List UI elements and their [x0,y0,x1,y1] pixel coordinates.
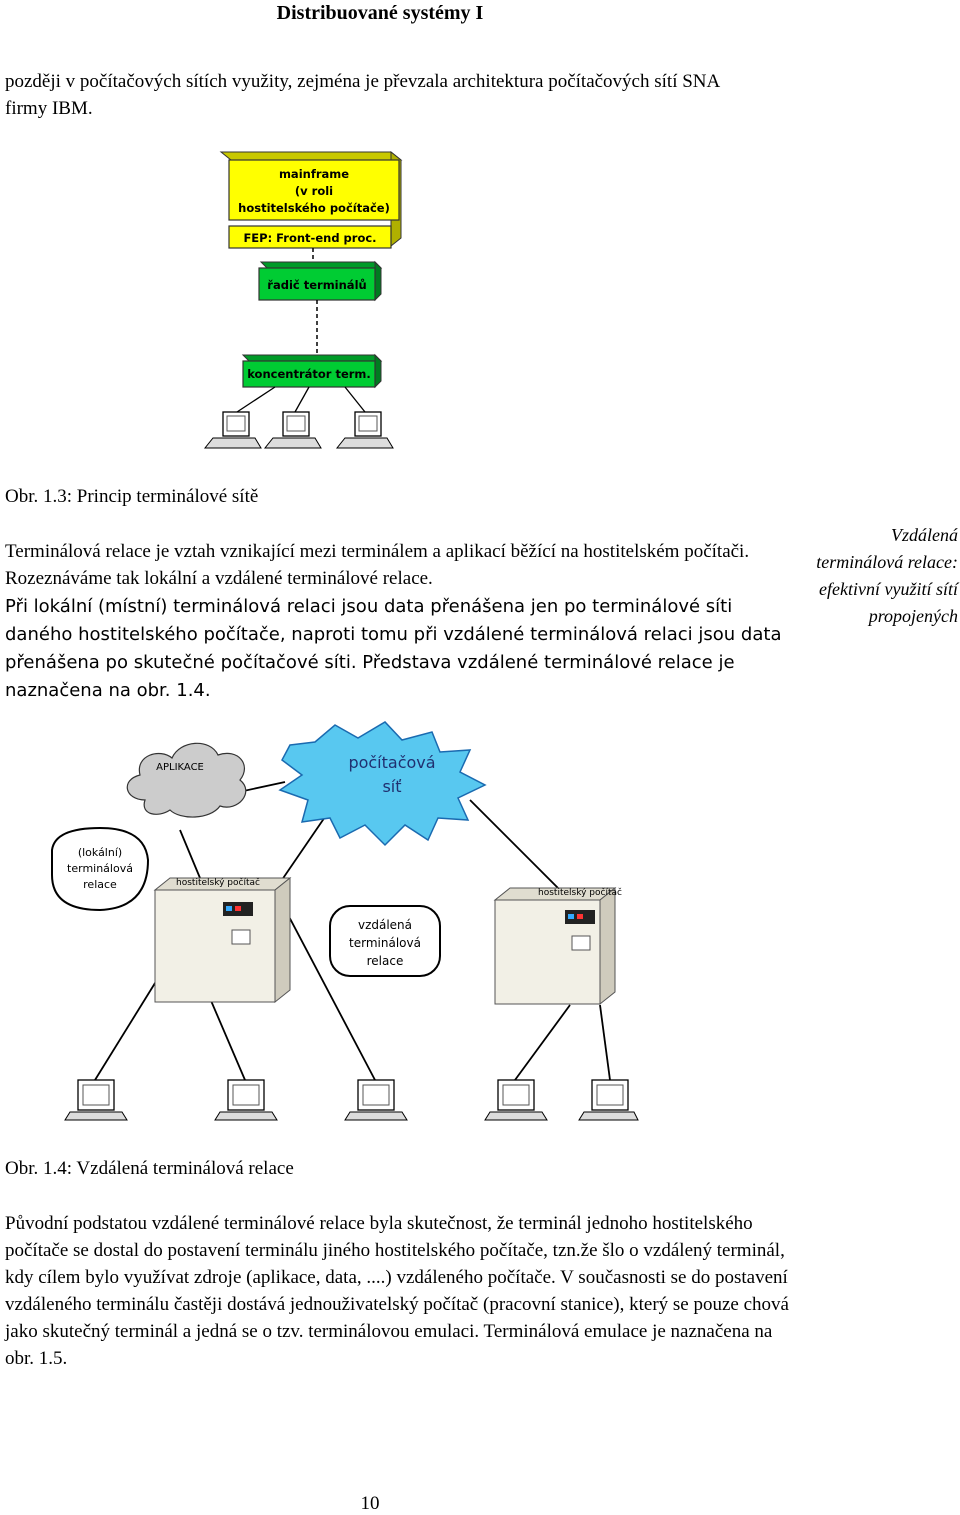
terminal-e [578,1079,639,1121]
terminal-b [214,1079,278,1121]
terminal-c [344,1079,408,1121]
mainframe-label-line-3: hostitelského počítače) [238,201,390,215]
terminal-network-diagram: mainframe (v roli hostitelského počítače… [203,150,403,449]
computer-network-burst: počítačová síť [278,721,487,847]
network-label-line-1: počítačová [348,753,435,772]
mainframe-label-line-1: mainframe [279,167,349,181]
remote-session-diagram: APLIKACE počítačová síť (lokální) termin… [51,721,639,1121]
terminal-a [64,1079,128,1121]
page-header: Distribuované systémy I [276,2,484,24]
remote-session-bubble: vzdálená terminálová relace [329,905,441,977]
closing-paragraph: Původní podstatou vzdálené terminálové r… [5,1213,789,1369]
local-session-line-2: terminálová [67,862,133,875]
local-session-line-3: relace [83,878,117,891]
fep-label: FEP: Front-end proc. [243,231,376,245]
concentrator-box: koncentrátor term. [241,353,383,389]
host-computer-right: hostitelský počítač [493,886,622,1006]
controller-label: řadič terminálů [267,278,366,292]
application-label: APLIKACE [156,762,204,773]
section-paragraph-1: Terminálová relace je vztah vznikající m… [5,541,750,589]
remote-session-line-3: relace [367,954,404,968]
mainframe-box: mainframe (v roli hostitelského počítače… [219,150,403,248]
terminal-controller-box: řadič terminálů [258,260,383,302]
intro-paragraph: později v počítačových sítích využity, z… [5,71,720,119]
network-label-line-2: síť [382,777,401,796]
terminal-3 [335,411,394,449]
host-label-right: hostitelský počítač [538,887,622,898]
page-number: 10 [360,1493,380,1514]
remote-session-line-1: vzdálená [358,918,412,932]
concentrator-label: koncentrátor term. [247,367,371,381]
mainframe-label-line-2: (v roli [295,184,333,198]
host-label-left: hostitelský počítač [176,877,260,888]
application-cloud: APLIKACE [126,742,247,818]
terminal-2 [263,411,322,449]
remote-session-line-2: terminálová [349,936,421,950]
terminal-d [484,1079,548,1121]
local-session-line-1: (lokální) [78,846,122,859]
section-paragraph-2: Při lokální (místní) terminálová relaci … [5,596,782,701]
fep-box: FEP: Front-end proc. [228,225,392,249]
terminal-1 [203,411,262,449]
figure-2-caption: Obr. 1.4: Vzdálená terminálová relace [5,1158,294,1179]
side-note: Vzdálená terminálová relace: efektivní v… [816,525,958,626]
figure-1-caption: Obr. 1.3: Princip terminálové sítě [5,486,259,507]
local-session-bubble: (lokální) terminálová relace [51,826,150,912]
host-computer-left: hostitelský počítač [153,876,292,1004]
